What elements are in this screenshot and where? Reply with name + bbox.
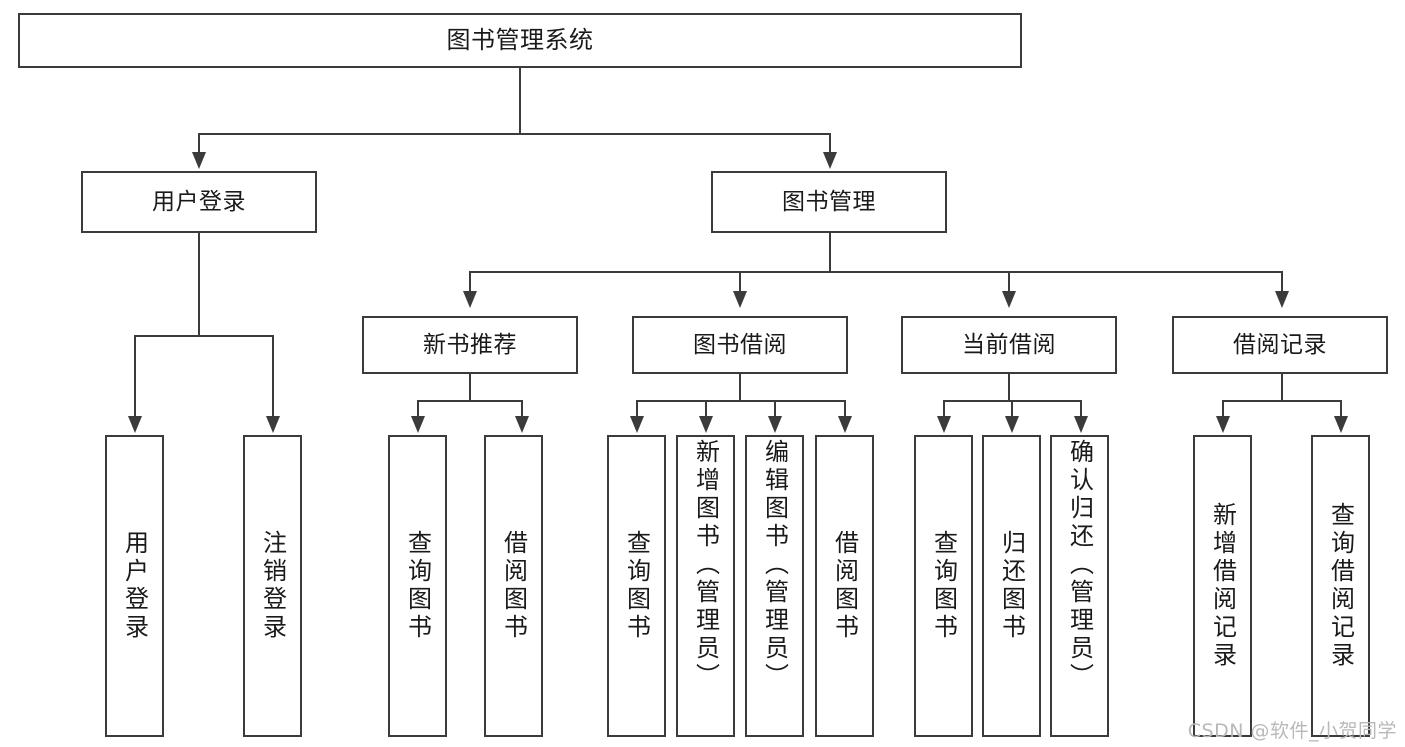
connector-user-login-bus: [134, 335, 272, 337]
node-label: 归还图书: [997, 530, 1026, 642]
leaf-edit-book-admin[interactable]: 编辑图书（管理员）: [745, 435, 804, 737]
connector-new-book-leaf-2: [521, 400, 523, 418]
leaf-query-book-current[interactable]: 查询图书: [914, 435, 973, 737]
node-label: 编辑图书（管理员）: [760, 439, 789, 691]
leaf-confirm-return-admin[interactable]: 确认归还（管理员）: [1050, 435, 1109, 737]
node-label: 借阅图书: [499, 530, 528, 642]
connector-new-book-bus: [417, 400, 521, 402]
connector-to-user-login: [198, 133, 200, 155]
leaf-logout[interactable]: 注销登录: [243, 435, 302, 737]
arrowhead-leaf-logout: [266, 416, 280, 433]
connector-borrow-record-leaf-2: [1340, 400, 1342, 418]
node-label: 确认归还（管理员）: [1065, 439, 1094, 691]
connector-borrow-record-bus: [1222, 400, 1340, 402]
connector-borrow-record-leaf-1: [1222, 400, 1224, 418]
connector-book-management-stem: [829, 233, 831, 271]
node-label: 查询图书: [622, 530, 651, 642]
connector-book-borrow-leaf-3: [774, 400, 776, 418]
connector-current-borrow-leaf-3: [1080, 400, 1082, 418]
arrowhead-leaf-user-login: [128, 416, 142, 433]
connector-level2-bus: [198, 133, 831, 135]
connector-to-new-book: [469, 271, 471, 293]
node-label: 新增图书（管理员）: [691, 439, 720, 691]
arrowhead-leaf-confirm-return: [1074, 416, 1088, 433]
node-label: 新书推荐: [423, 331, 517, 358]
connector-user-login-stem: [198, 233, 200, 335]
arrowhead-leaf-return-book: [1005, 416, 1019, 433]
leaf-query-book-recommend[interactable]: 查询图书: [388, 435, 447, 737]
connector-to-borrow-record: [1281, 271, 1283, 293]
leaf-add-borrow-record[interactable]: 新增借阅记录: [1193, 435, 1252, 737]
node-label: 查询借阅记录: [1326, 502, 1355, 670]
watermark-text: CSDN @软件_小贺同学: [1187, 720, 1397, 742]
connector-current-borrow-leaf-1: [943, 400, 945, 418]
connector-new-book-stem: [469, 374, 471, 400]
arrowhead-leaf-query-book-2: [630, 416, 644, 433]
leaf-user-login[interactable]: 用户登录: [105, 435, 164, 737]
connector-new-book-leaf-1: [417, 400, 419, 418]
connector-book-borrow-bus: [636, 400, 844, 402]
connector-to-current-borrow: [1008, 271, 1010, 293]
connector-user-login-leaf-1: [134, 335, 136, 418]
connector-borrow-record-stem: [1281, 374, 1283, 400]
arrowhead-book-borrow: [733, 291, 747, 308]
arrowhead-book-management: [823, 152, 837, 169]
connector-book-borrow-stem: [739, 374, 741, 400]
connector-book-borrow-leaf-2: [705, 400, 707, 418]
node-label: 图书管理: [782, 188, 876, 215]
connector-current-borrow-leaf-2: [1011, 400, 1013, 418]
connector-root-stem: [519, 68, 521, 133]
node-label: 查询图书: [929, 530, 958, 642]
node-current-borrow[interactable]: 当前借阅: [901, 316, 1117, 374]
arrowhead-leaf-edit-book: [768, 416, 782, 433]
connector-user-login-leaf-2: [272, 335, 274, 418]
node-book-borrow[interactable]: 图书借阅: [632, 316, 848, 374]
node-book-management[interactable]: 图书管理: [711, 171, 947, 233]
node-label: 用户登录: [120, 530, 149, 642]
arrowhead-leaf-borrow-book-2: [838, 416, 852, 433]
leaf-borrow-book-borrow[interactable]: 借阅图书: [815, 435, 874, 737]
arrowhead-leaf-add-record: [1216, 416, 1230, 433]
connector-book-borrow-leaf-4: [844, 400, 846, 418]
leaf-query-book-borrow[interactable]: 查询图书: [607, 435, 666, 737]
node-root-book-management-system[interactable]: 图书管理系统: [18, 13, 1022, 68]
arrowhead-current-borrow: [1002, 291, 1016, 308]
node-label: 新增借阅记录: [1208, 502, 1237, 670]
leaf-add-book-admin[interactable]: 新增图书（管理员）: [676, 435, 735, 737]
connector-to-book-management: [829, 133, 831, 155]
node-label: 当前借阅: [962, 331, 1056, 358]
node-new-book-recommend[interactable]: 新书推荐: [362, 316, 578, 374]
node-user-login[interactable]: 用户登录: [81, 171, 317, 233]
arrowhead-leaf-query-book-1: [411, 416, 425, 433]
node-label: 用户登录: [152, 188, 246, 215]
leaf-query-borrow-record[interactable]: 查询借阅记录: [1311, 435, 1370, 737]
arrowhead-leaf-query-record: [1334, 416, 1348, 433]
node-label: 图书借阅: [693, 331, 787, 358]
leaf-borrow-book-recommend[interactable]: 借阅图书: [484, 435, 543, 737]
arrowhead-leaf-add-book: [699, 416, 713, 433]
arrowhead-borrow-record: [1275, 291, 1289, 308]
node-label: 借阅图书: [830, 530, 859, 642]
connector-current-borrow-stem: [1008, 374, 1010, 400]
connector-level3-bus: [469, 271, 1281, 273]
connector-book-borrow-leaf-1: [636, 400, 638, 418]
arrowhead-leaf-query-book-3: [937, 416, 951, 433]
arrowhead-leaf-borrow-book-1: [515, 416, 529, 433]
node-label: 查询图书: [403, 530, 432, 642]
node-label: 图书管理系统: [446, 25, 594, 54]
connector-to-book-borrow: [739, 271, 741, 293]
node-label: 借阅记录: [1233, 331, 1327, 358]
leaf-return-book[interactable]: 归还图书: [982, 435, 1041, 737]
node-label: 注销登录: [258, 530, 287, 642]
arrowhead-new-book-recommend: [463, 291, 477, 308]
arrowhead-user-login: [192, 152, 206, 169]
node-borrow-record[interactable]: 借阅记录: [1172, 316, 1388, 374]
